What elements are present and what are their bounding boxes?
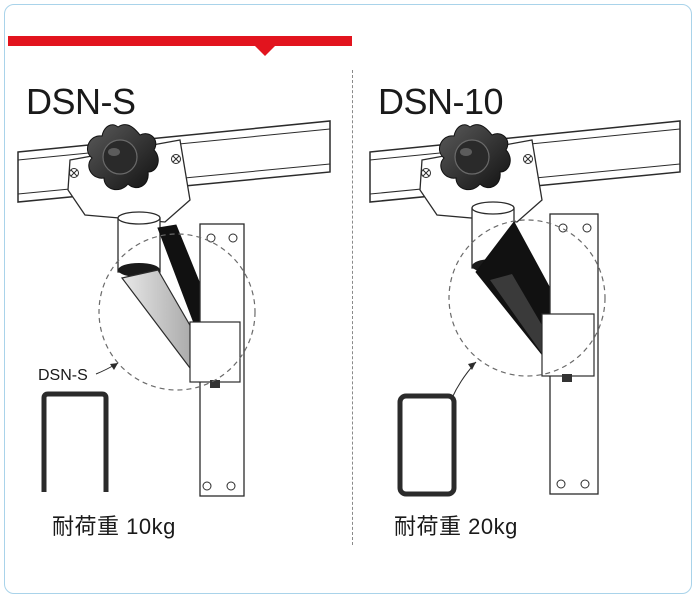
dsn-10-leader [451, 361, 477, 399]
header-accent-pointer [254, 45, 276, 56]
dsn-s-leader [95, 362, 119, 375]
dsn-s-knob [87, 124, 159, 191]
dsn-s-wall-plate [189, 223, 245, 497]
dsn-s-title: DSN-S [26, 81, 136, 122]
dsn-10-title: DSN-10 [378, 81, 504, 122]
dsn-10-knob [439, 124, 511, 191]
dsn-10-wall-plate [541, 213, 599, 495]
dsn-s-load-capacity: 耐荷重 10kg [52, 514, 176, 539]
dsn-10-load-capacity: 耐荷重 20kg [394, 514, 518, 539]
dsn-10-illustration [369, 120, 681, 497]
dsn-s-detail-circle [98, 233, 256, 391]
dsn-10-cross-section [397, 393, 457, 497]
header-accent-bar [8, 36, 352, 46]
dsn-10-detail-circle [448, 219, 606, 377]
dsn-s-cross-section [41, 391, 109, 492]
dsn-s-callout-label: DSN-S [38, 367, 88, 384]
column-divider [352, 70, 353, 545]
dsn-s-illustration [17, 120, 331, 497]
